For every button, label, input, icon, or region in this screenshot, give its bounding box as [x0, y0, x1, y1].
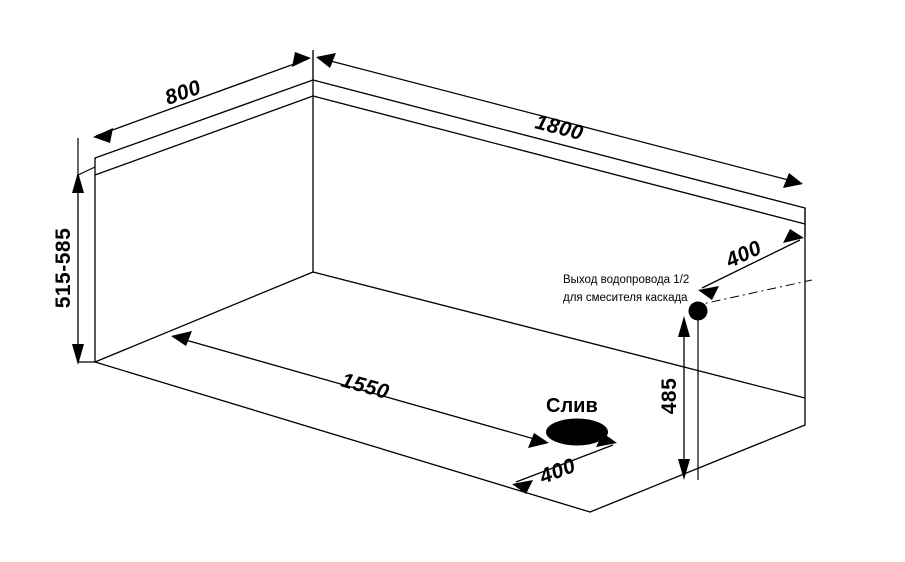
drain-ellipse — [546, 418, 608, 446]
dim-800-arrow-right — [292, 52, 311, 67]
water-outlet-center-line — [692, 279, 813, 307]
dim-400-outlet-arrow-left — [698, 286, 719, 300]
dim-400-drain-arrow-left — [512, 480, 533, 494]
dim-1550-line — [174, 336, 546, 443]
bottom-edge-left — [94, 361, 591, 513]
dim-400-outlet-arrow-right — [783, 229, 804, 243]
dim-1800-arrow-left — [316, 53, 336, 68]
dim-800-line — [95, 58, 309, 137]
rim-inner-edge-left — [94, 95, 314, 176]
dimension-400-outlet-group: 400 — [698, 229, 804, 300]
drain-label: Слив — [546, 395, 598, 417]
dimension-485-group: 485 — [658, 311, 699, 480]
dim-1800-arrow-right — [783, 173, 803, 188]
inner-floor-edge-left — [94, 271, 314, 363]
water-outlet-note-line1: Выход водопровода 1/2 — [563, 274, 689, 286]
dim-1550-arrow-right — [528, 433, 549, 448]
dimension-1800-group: 1800 — [312, 50, 806, 236]
dim-1800-line — [318, 57, 801, 184]
dim-height-extension-top — [77, 166, 96, 176]
dim-height-arrow-bottom — [72, 344, 84, 365]
dim-height-label: 515-585 — [52, 228, 75, 309]
dim-400-drain-label: 400 — [536, 454, 579, 489]
dimension-1550-group: 1550 — [171, 331, 549, 448]
dim-height-arrow-top — [72, 172, 84, 193]
dimension-800-group: 800 — [77, 50, 314, 185]
dim-800-label: 800 — [162, 76, 204, 110]
inner-floor-edge-right — [312, 271, 806, 399]
water-outlet-note-line2: для смесителя каскада — [563, 292, 688, 304]
dim-400-outlet-line — [701, 239, 801, 289]
water-outlet-dot — [688, 301, 708, 321]
rim-edge-top-left — [94, 79, 314, 159]
dim-1550-arrow-left — [171, 331, 192, 346]
dimension-515-585-group: 515-585 — [52, 166, 96, 365]
dim-485-label: 485 — [658, 378, 681, 415]
dim-1800-label: 1800 — [533, 111, 586, 146]
dim-485-arrow-bottom — [678, 459, 690, 480]
rim-edge-top-right — [312, 79, 806, 209]
dim-800-arrow-left — [93, 128, 113, 143]
dim-485-arrow-top — [678, 316, 690, 337]
dim-400-drain-line — [515, 444, 614, 483]
dim-1550-label: 1550 — [339, 369, 392, 404]
tub-body-outline — [94, 79, 806, 513]
rim-inner-edge-right — [312, 95, 806, 225]
